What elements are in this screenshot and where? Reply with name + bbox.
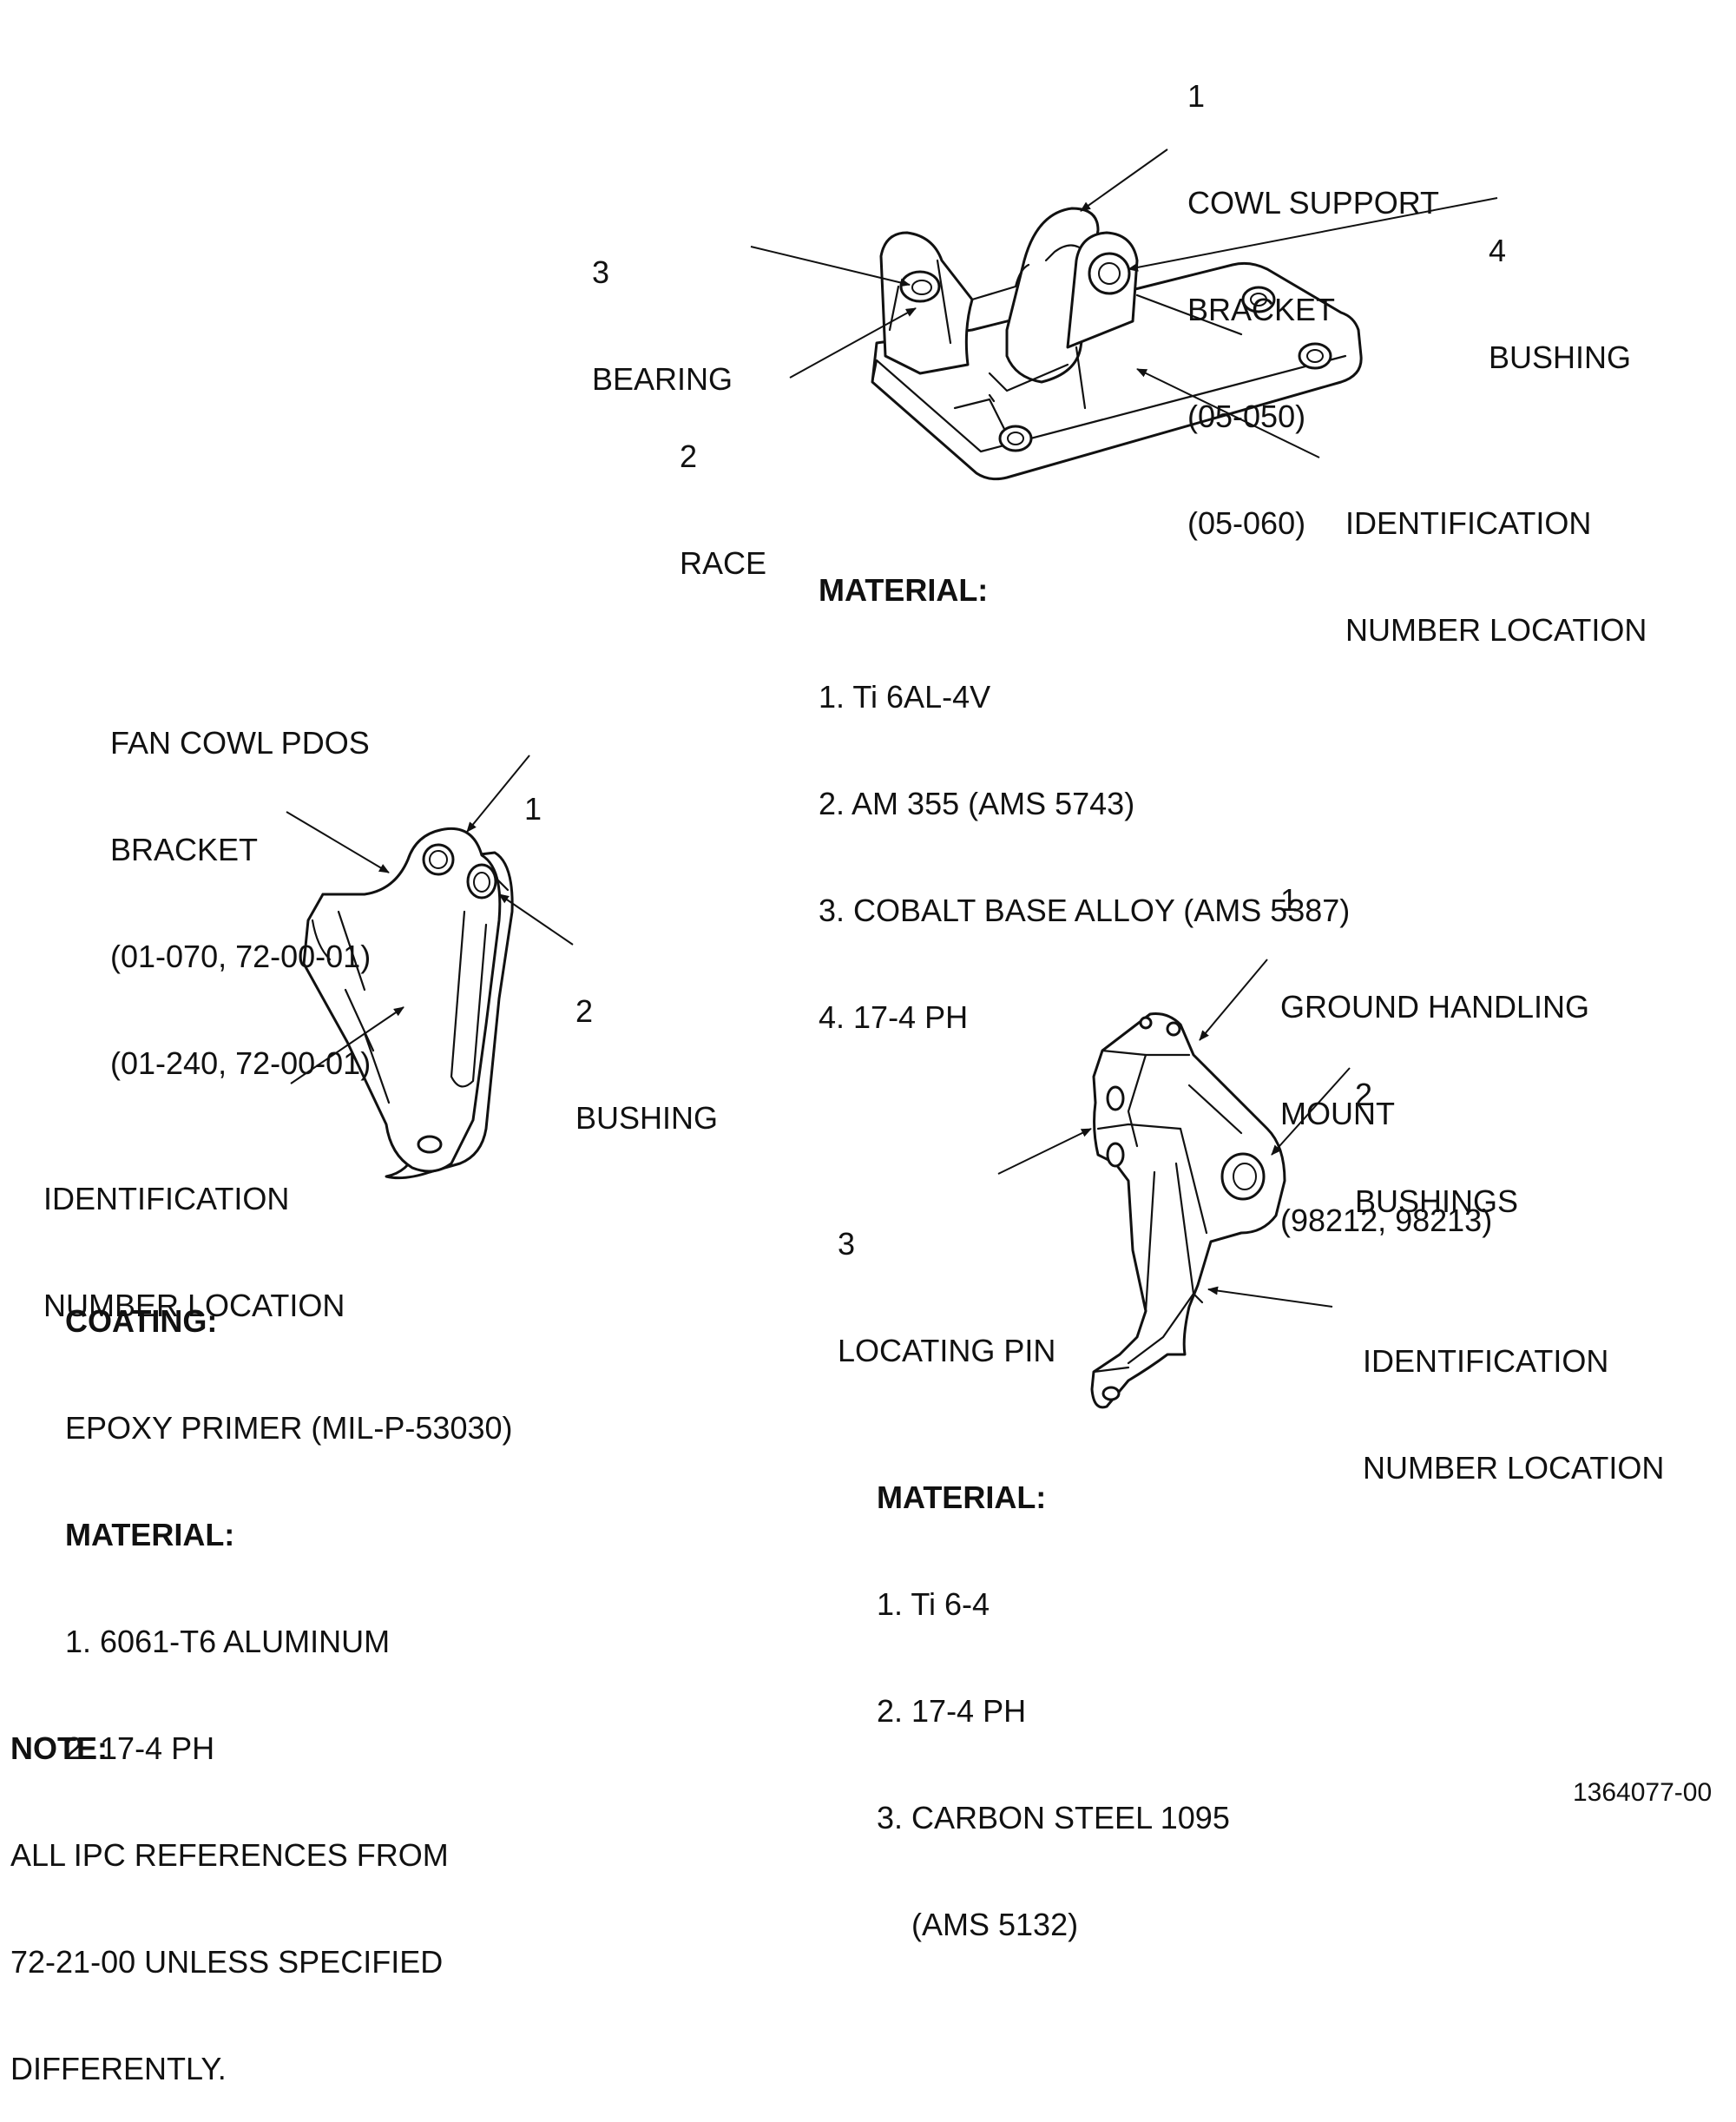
cowl-support-callout-3-bearing: 3 BEARING bbox=[592, 254, 733, 397]
ground-handling-mount-drawing bbox=[997, 959, 1351, 1409]
cowl-support-callout-1: 1 COWL SUPPORT BRACKET (05-050) (05-060) bbox=[1187, 78, 1440, 541]
ground-handling-callout-3-locating-pin: 3 LOCATING PIN bbox=[838, 1226, 1056, 1368]
fan-cowl-pdos-bracket-drawing bbox=[286, 755, 574, 1180]
cowl-support-callout-2-race: 2 RACE bbox=[680, 438, 767, 581]
ground-handling-callout-2-bushings: 2 BUSHINGS bbox=[1355, 1077, 1519, 1219]
figure-number: 1364077-00 bbox=[1573, 1778, 1713, 1807]
material-heading: MATERIAL: bbox=[877, 1479, 1047, 1515]
general-note: NOTE: ALL IPC REFERENCES FROM 72-21-00 U… bbox=[10, 1730, 449, 2086]
cowl-support-callout-4-bushing: 4 BUSHING bbox=[1489, 233, 1632, 375]
note-heading: NOTE: bbox=[10, 1730, 108, 1766]
parts-illustration bbox=[286, 148, 1498, 1409]
fan-cowl-pdos-callout-1: 1 bbox=[524, 791, 542, 827]
coating-heading: COATING: bbox=[65, 1303, 218, 1339]
ground-handling-callout-1: 1 GROUND HANDLING MOUNT (98212, 98213) bbox=[1280, 882, 1590, 1238]
fan-cowl-pdos-callout-2-bushing: 2 BUSHING bbox=[575, 993, 719, 1136]
ground-handling-id-location: IDENTIFICATION NUMBER LOCATION bbox=[1363, 1343, 1665, 1486]
fan-cowl-pdos-title: FAN COWL PDOS BRACKET (01-070, 72-00-01)… bbox=[110, 725, 372, 1081]
fan-cowl-pdos-id-location: IDENTIFICATION NUMBER LOCATION bbox=[43, 1181, 345, 1323]
cowl-support-bracket-drawing bbox=[750, 148, 1498, 481]
cowl-support-material-list: MATERIAL: 1. Ti 6AL-4V 2. AM 355 (AMS 57… bbox=[819, 572, 1351, 1035]
ground-handling-material-list: MATERIAL: 1. Ti 6-4 2. 17-4 PH 3. CARBON… bbox=[877, 1479, 1230, 1942]
material-heading: MATERIAL: bbox=[819, 572, 989, 608]
cowl-support-id-location: IDENTIFICATION NUMBER LOCATION bbox=[1345, 505, 1647, 648]
fan-cowl-pdos-coating-material: COATING: EPOXY PRIMER (MIL-P-53030) MATE… bbox=[65, 1303, 513, 1766]
material-heading: MATERIAL: bbox=[65, 1517, 235, 1552]
